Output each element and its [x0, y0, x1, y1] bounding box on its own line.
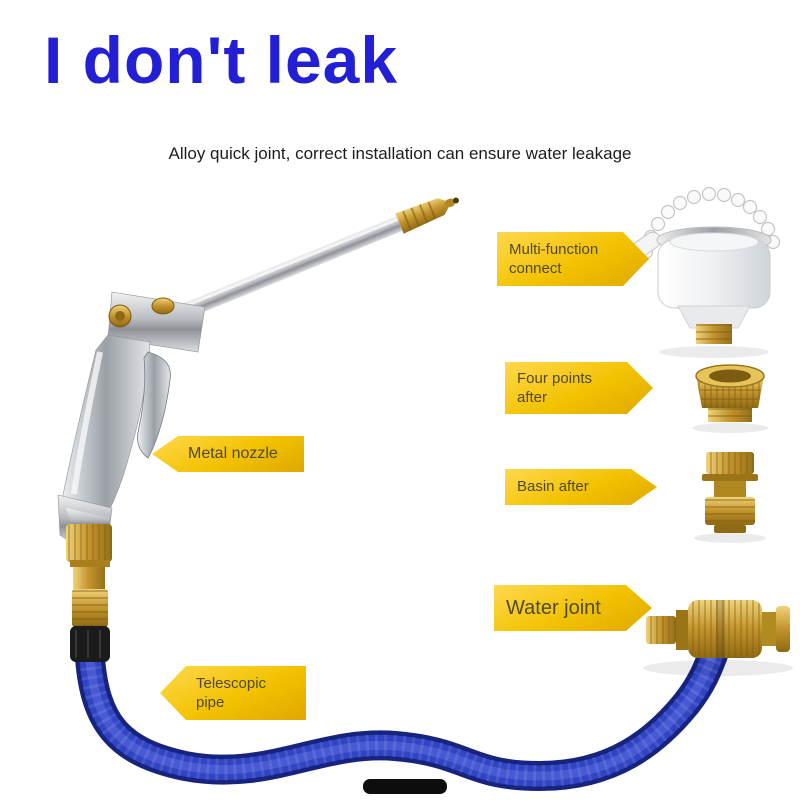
callout-multi-function-connect: Multi-function connect: [497, 232, 649, 286]
brass-couplings: [66, 508, 112, 627]
callout-telescopic-pipe: Telescopic pipe: [160, 666, 306, 720]
callout-metal-nozzle: Metal nozzle: [152, 436, 304, 472]
spray-gun-illustration: [57, 197, 459, 662]
four-points-adapter-illustration: [692, 364, 768, 433]
callout-water-joint: Water joint: [494, 585, 652, 631]
gun-trigger: [137, 351, 171, 459]
gun-head: [107, 291, 206, 353]
page-subtitle: Alloy quick joint, correct installation …: [168, 144, 632, 163]
callout-basin-after: Basin after: [505, 469, 657, 505]
callout-four-points-after: Four points after: [505, 362, 653, 414]
brass-collar-nut: [151, 297, 175, 315]
hose-end-cap: [363, 779, 447, 794]
telescopic-hose-illustration: [75, 637, 729, 792]
water-joint-illustration: [643, 600, 793, 676]
basin-connector-illustration: [694, 452, 766, 543]
page-title: I don't leak: [44, 23, 399, 97]
